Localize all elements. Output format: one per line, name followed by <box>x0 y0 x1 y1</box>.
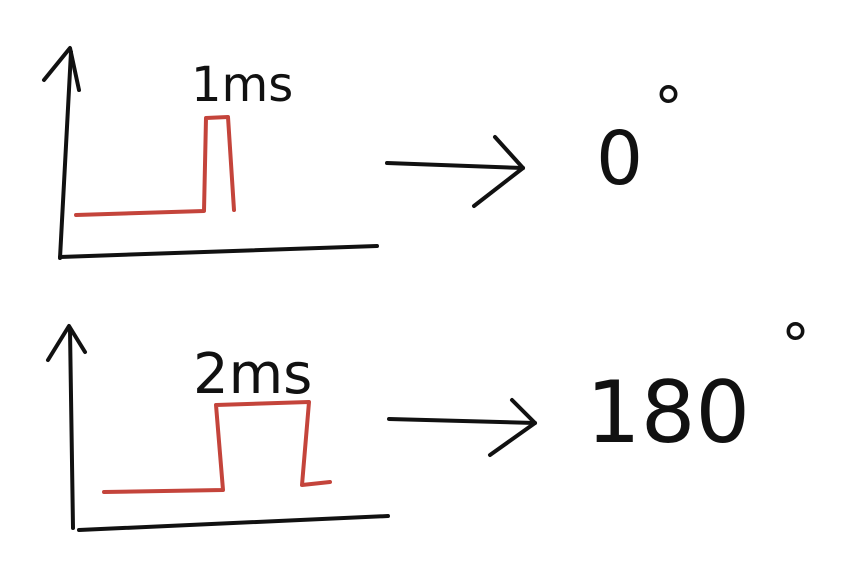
y-axis-1-arrowhead <box>42 46 81 92</box>
pulse-label-1ms: 1ms <box>191 57 293 113</box>
arrow-1-head <box>472 135 525 208</box>
y-axis-2 <box>68 328 75 530</box>
arrow-1 <box>385 135 525 208</box>
pulse-label-2ms: 2ms <box>193 342 312 407</box>
angle-value-0: 0 <box>596 116 643 202</box>
pulse-waveform-1ms <box>74 115 236 217</box>
y-axis-2-arrowhead <box>46 324 87 362</box>
arrow-1-shaft <box>385 161 525 170</box>
degree-symbol-0: ° <box>654 74 683 142</box>
x-axis-2 <box>77 514 390 532</box>
x-axis-1 <box>58 244 379 259</box>
arrow-2 <box>387 398 537 457</box>
angle-value-180: 180 <box>586 363 750 463</box>
axes-2 <box>46 324 390 532</box>
pulse-waveform-2ms <box>102 400 332 494</box>
arrow-2-head <box>488 398 537 457</box>
row-1ms: 1ms 0 ° <box>42 46 683 260</box>
degree-symbol-180: ° <box>781 311 810 379</box>
arrow-2-shaft <box>387 417 537 425</box>
row-2ms: 2ms 180 ° <box>46 311 810 532</box>
axes-1 <box>42 46 379 260</box>
y-axis-1 <box>58 50 73 260</box>
